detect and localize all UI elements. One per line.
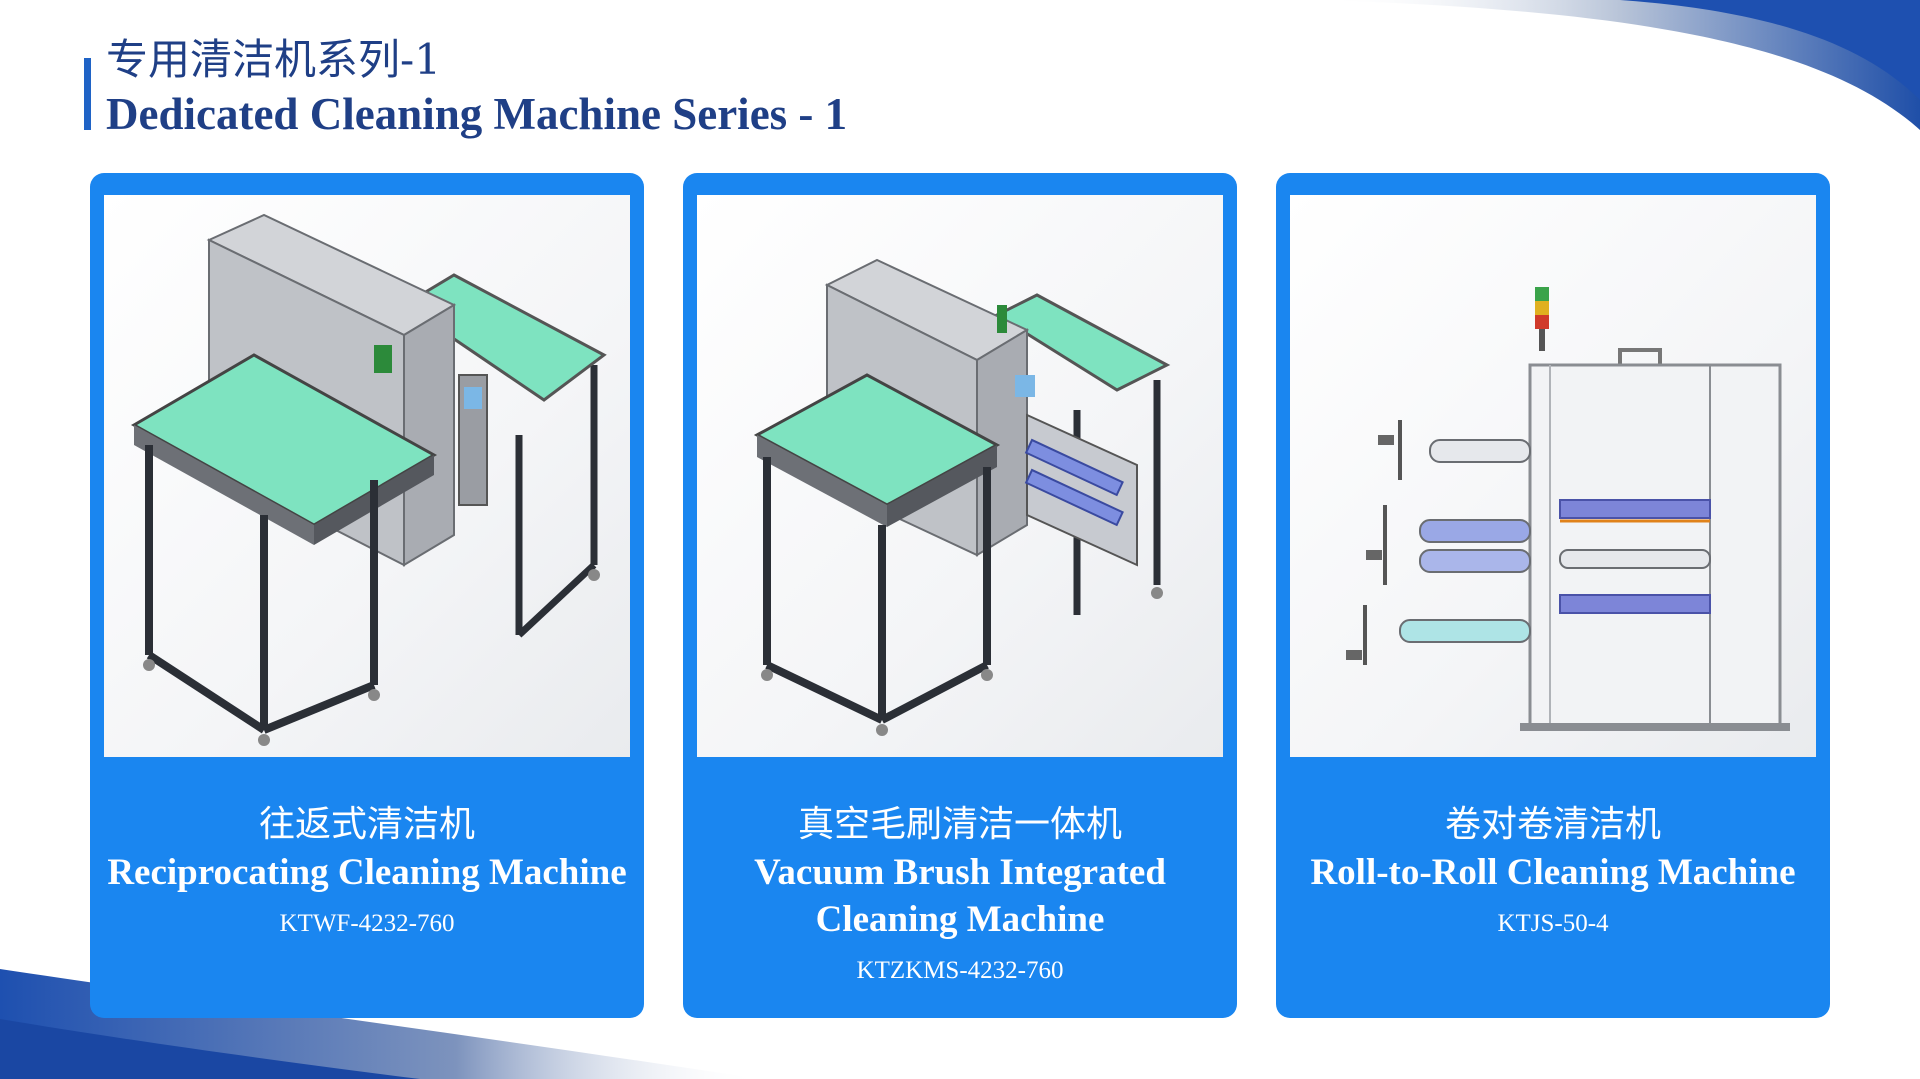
title-accent-bar: [84, 58, 91, 130]
product-name-zh: 往返式清洁机: [258, 804, 475, 845]
product-card-reciprocating[interactable]: 往返式清洁机 Reciprocating Cleaning Machine KT…: [90, 173, 644, 1018]
page-title-zh: 专用清洁机系列-1: [106, 35, 441, 84]
card-caption: 卷对卷清洁机 Roll-to-Roll Cleaning Machine KTJ…: [1276, 801, 1830, 944]
product-model: KTWF-4232-760: [279, 910, 455, 937]
product-name-zh: 卷对卷清洁机: [1444, 804, 1661, 845]
vacuum-brush-machine-image: [697, 195, 1223, 757]
card-caption: 真空毛刷清洁一体机 Vacuum Brush Integrated Cleani…: [683, 801, 1237, 991]
product-model: KTJS-50-4: [1497, 910, 1609, 937]
product-card-vacuum-brush[interactable]: 真空毛刷清洁一体机 Vacuum Brush Integrated Cleani…: [683, 173, 1237, 1018]
product-name-zh: 真空毛刷清洁一体机: [797, 804, 1122, 845]
page-title-en: Dedicated Cleaning Machine Series - 1: [106, 89, 848, 139]
reciprocating-machine-illustration: [130, 213, 607, 746]
product-model: KTZKMS-4232-760: [856, 957, 1064, 984]
reciprocating-machine-image: [104, 195, 630, 757]
product-name-en: Vacuum Brush Integrated Cleaning Machine: [754, 852, 1166, 940]
product-card-roll-to-roll[interactable]: 卷对卷清洁机 Roll-to-Roll Cleaning Machine KTJ…: [1276, 173, 1830, 1018]
corner-swoosh-decoration: [1320, 0, 1920, 130]
vacuum-brush-machine-illustration: [753, 258, 1171, 736]
roll-to-roll-machine-illustration: [1346, 287, 1790, 731]
product-name-en: Reciprocating Cleaning Machine: [107, 852, 627, 893]
roll-to-roll-machine-image: [1290, 195, 1816, 757]
product-name-en: Roll-to-Roll Cleaning Machine: [1310, 852, 1796, 893]
corner-swoosh-decoration: [0, 969, 760, 1079]
card-caption: 往返式清洁机 Reciprocating Cleaning Machine KT…: [90, 801, 644, 944]
